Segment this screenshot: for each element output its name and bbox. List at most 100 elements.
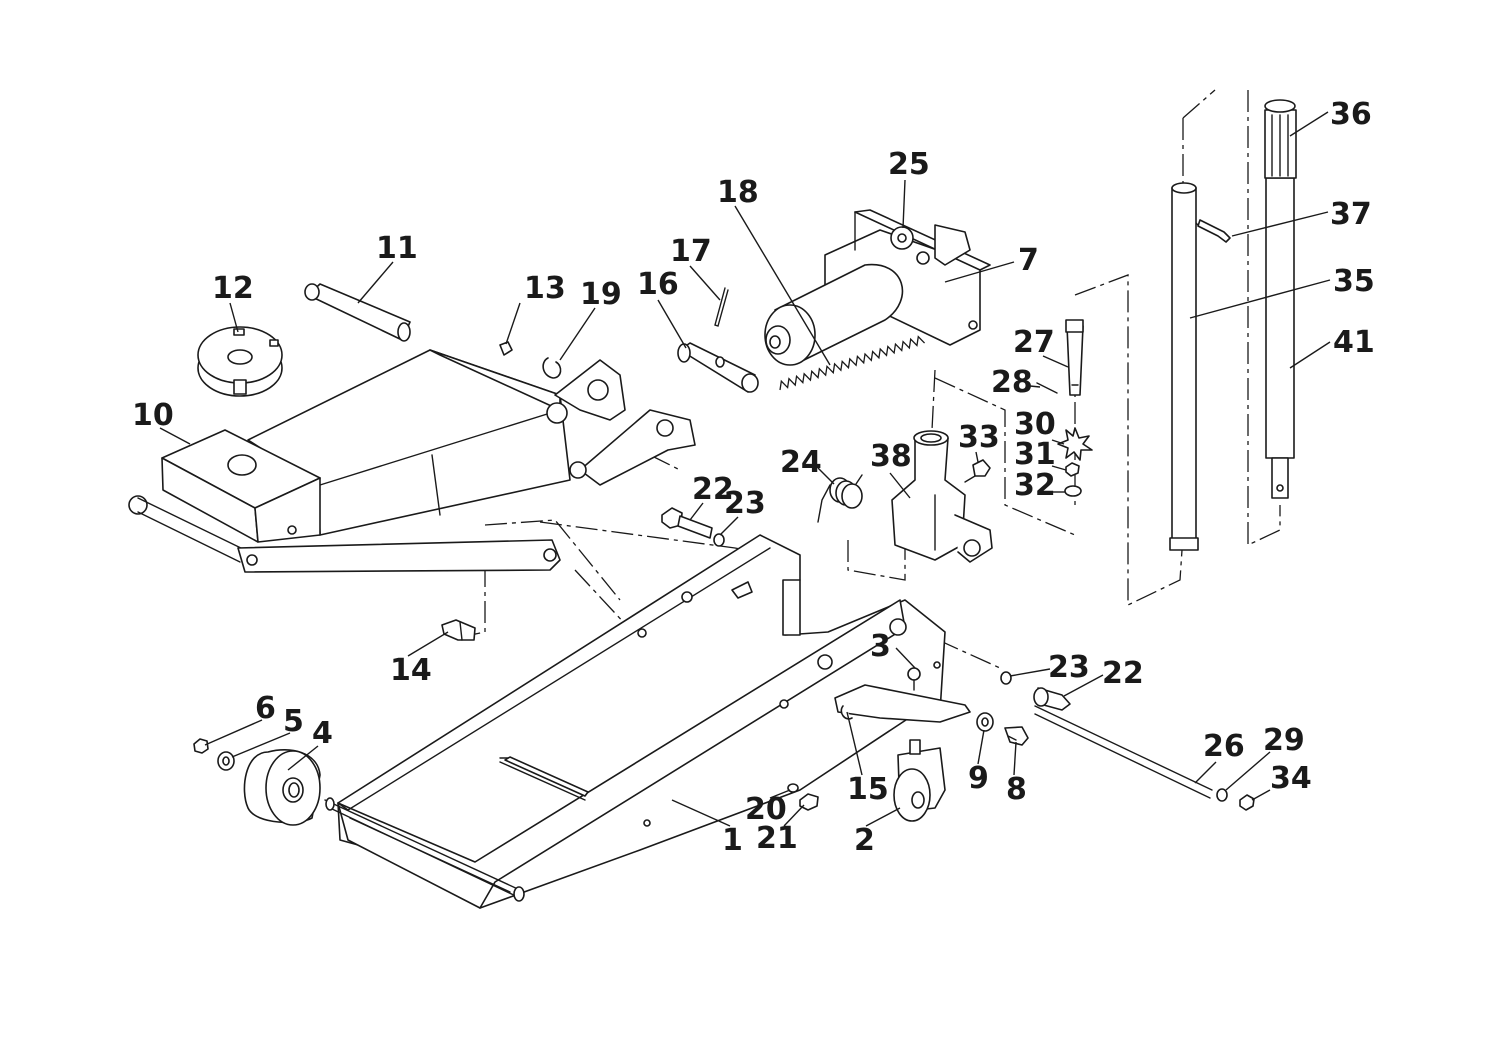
handle-socket-part	[891, 430, 993, 563]
leader-line-p4	[287, 745, 319, 771]
saddle-bracket-part	[128, 429, 321, 563]
washer-32-part	[1064, 485, 1082, 497]
callout-7: 7	[1018, 243, 1039, 278]
leader-line-p2	[865, 807, 901, 827]
callout-38: 38	[870, 439, 912, 474]
bolt-8-part	[1004, 726, 1029, 746]
callout-1: 1	[722, 823, 743, 858]
callout-25: 25	[888, 147, 930, 182]
leader-line-p6	[204, 719, 263, 746]
nut-31-part	[1065, 462, 1080, 477]
callout-2: 2	[854, 823, 875, 858]
callout-8: 8	[1006, 772, 1027, 807]
leader-line-p16	[657, 299, 687, 349]
callout-33: 33	[958, 420, 1000, 455]
nut-34-part	[1239, 794, 1255, 811]
callout-37: 37	[1330, 197, 1372, 232]
leader-line-p13	[505, 302, 521, 345]
leader-line-p37	[1231, 211, 1329, 237]
torsion-spring-part	[817, 474, 863, 523]
callout-34: 34	[1270, 761, 1312, 796]
callout-4: 4	[312, 716, 333, 751]
washer-23-left-part	[713, 533, 725, 547]
leader-line-p25	[902, 179, 906, 229]
leader-line-p3	[895, 647, 916, 669]
leader-line-p27	[1042, 355, 1069, 368]
callout-22-lower: 22	[1102, 656, 1144, 691]
leader-line-p17	[689, 265, 721, 301]
callout-11: 11	[376, 231, 418, 266]
callout-9: 9	[968, 761, 989, 796]
callout-28: 28	[991, 365, 1033, 400]
callout-19: 19	[580, 277, 622, 312]
gear-25-part	[890, 226, 914, 250]
callout-17: 17	[670, 234, 712, 269]
leader-line-p7	[944, 261, 1015, 283]
callout-23-lower: 23	[1048, 650, 1090, 685]
leader-line-p34	[1251, 789, 1271, 801]
leader-line-p35	[1189, 279, 1331, 319]
leader-line-p10	[159, 427, 191, 445]
link-arm-part	[237, 539, 561, 573]
washer-29-part	[1216, 788, 1228, 802]
callout-13: 13	[524, 271, 566, 306]
leader-line-p15	[846, 711, 863, 776]
grease-fitting-part	[499, 341, 513, 356]
return-spring-part	[779, 335, 926, 391]
callout-6: 6	[255, 691, 276, 726]
screw-37-part	[1197, 219, 1231, 243]
pin-16-part	[677, 342, 759, 393]
caster-part	[893, 739, 946, 822]
release-shaft-part	[1065, 319, 1084, 396]
callout-10: 10	[132, 398, 174, 433]
leader-line-p1	[671, 799, 731, 827]
frame-part	[337, 534, 946, 909]
leader-line-p5	[231, 732, 291, 758]
leader-line-p14	[407, 631, 449, 657]
callouts: 1 2 3 4 5 6 7 8 9 10 11 12 13 14 15 16 1…	[132, 97, 1375, 858]
leader-line-p21	[783, 804, 805, 827]
leader-line-p36	[1289, 111, 1329, 137]
leader-line-p41	[1289, 341, 1331, 369]
callout-36: 36	[1330, 97, 1372, 132]
leader-line-p33	[975, 451, 979, 463]
callout-16: 16	[637, 267, 679, 302]
leader-lines	[159, 111, 1331, 827]
callout-22-upper: 22	[692, 472, 734, 507]
callout-14: 14	[390, 653, 432, 688]
leader-line-p30	[1051, 439, 1065, 445]
bolt-14-part	[441, 619, 476, 641]
bolt-22-left-part	[661, 507, 713, 539]
lift-arm-part	[247, 349, 696, 536]
retaining-ring-19-part	[542, 357, 562, 379]
cotter-pin-part	[714, 287, 729, 327]
nut-6-part	[193, 738, 209, 754]
washer-20-part	[787, 783, 799, 793]
lower-handle-part	[1169, 182, 1199, 551]
saddle-part	[197, 326, 283, 397]
rod-26-part	[1034, 705, 1213, 799]
leader-line-p22b	[1063, 674, 1104, 697]
washer-23-right-part	[1000, 671, 1012, 685]
leader-line-p24	[817, 467, 835, 485]
callout-5: 5	[283, 704, 304, 739]
leader-line-p11	[357, 261, 394, 304]
callout-20: 20	[745, 792, 787, 827]
front-wheel-part	[243, 749, 321, 826]
callout-27: 27	[1013, 325, 1055, 360]
callout-3: 3	[870, 629, 891, 664]
callout-26: 26	[1203, 729, 1245, 764]
nut-21-part	[799, 793, 819, 811]
callout-21: 21	[756, 821, 798, 856]
callout-31: 31	[1014, 437, 1056, 472]
leader-line-p8	[1013, 741, 1017, 776]
leader-line-p28	[1029, 385, 1041, 388]
callout-18: 18	[717, 175, 759, 210]
bolt-33-part	[964, 459, 991, 483]
bolt-22-right-part	[1033, 687, 1071, 711]
leader-line-p18	[734, 205, 831, 366]
leader-line-p9	[977, 729, 985, 765]
star-gear-part	[1057, 427, 1093, 461]
callout-30: 30	[1014, 407, 1056, 442]
